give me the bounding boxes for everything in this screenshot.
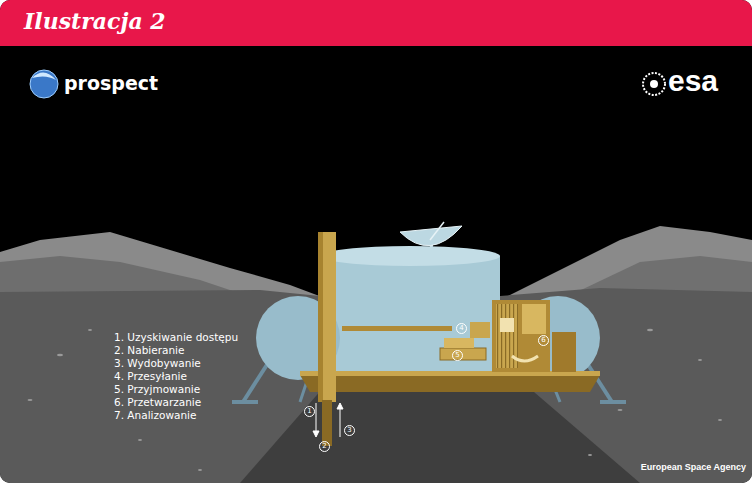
callout-number: 3 (344, 425, 355, 436)
callout-number: 2 (319, 441, 330, 452)
step-label: 4. Przesyłanie (114, 370, 187, 382)
callout-number: 4 (456, 323, 467, 334)
step-label: 6. Przetwarzanie (114, 396, 201, 408)
logo-text: prospect (64, 72, 158, 94)
callout-number: 6 (538, 335, 549, 346)
callout-number: 5 (452, 350, 463, 361)
step-label: 1. Uzyskiwanie dostępu (114, 331, 238, 343)
logo-text: esa (668, 64, 718, 98)
step-label: 3. Wydobywanie (114, 357, 201, 369)
callout-number: 1 (304, 406, 315, 417)
figure-title: Ilustracja 2 (24, 8, 166, 34)
credit-text: European Space Agency (641, 462, 746, 472)
step-label: 5. Przyjmowanie (114, 383, 200, 395)
step-label: 2. Nabieranie (114, 344, 184, 356)
step-label: 7. Analizowanie (114, 409, 196, 421)
